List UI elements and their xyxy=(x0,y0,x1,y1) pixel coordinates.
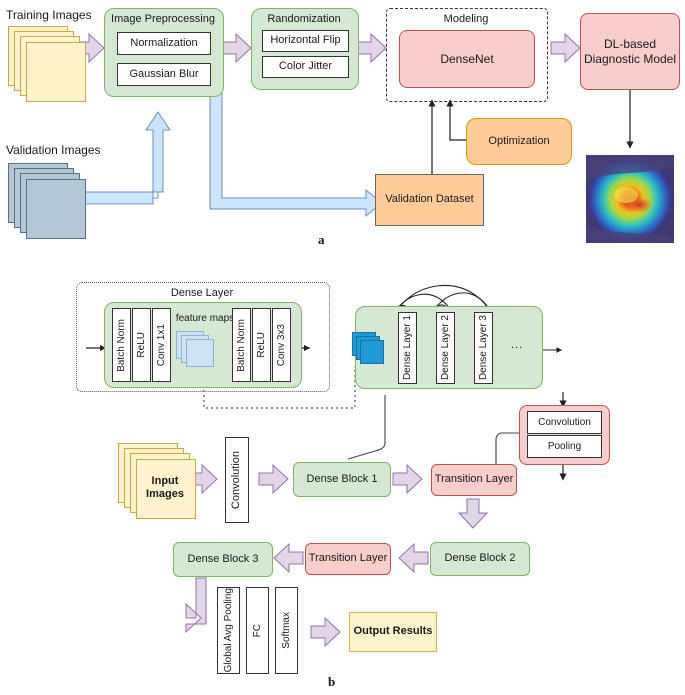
training-images-label: Training Images xyxy=(6,8,92,22)
dense-layer-2-box[interactable]: Dense Layer 2 xyxy=(436,312,455,384)
gradcam-heatmap-image xyxy=(586,155,674,243)
gaussian-blur-box[interactable]: Gaussian Blur xyxy=(117,63,211,86)
panel-b-label: b xyxy=(328,674,336,689)
panel-a-label: a xyxy=(318,232,325,247)
input-map-sheet xyxy=(360,340,384,364)
feature-maps-stack xyxy=(176,331,222,371)
diagnostic-model-label-line1: DL-based xyxy=(603,36,657,51)
horizontal-flip-box[interactable]: Horizontal Flip xyxy=(262,30,349,52)
fc-box[interactable]: FC xyxy=(246,587,269,674)
batch-norm-2-box[interactable]: Batch Norm xyxy=(232,308,251,382)
image-preprocessing-title: Image Preprocessing xyxy=(111,13,215,25)
feature-maps-label: feature maps xyxy=(175,313,235,324)
black-arrow-optimization-to-densenet xyxy=(446,99,466,141)
dense-block-input-maps xyxy=(352,332,386,366)
output-results-box[interactable]: Output Results xyxy=(349,612,437,652)
input-images-deck: Input Images xyxy=(118,443,196,519)
dense-block-2-box[interactable]: Dense Block 2 xyxy=(430,542,530,576)
purple-arrow-preprocessing-to-randomization xyxy=(221,32,252,64)
purple-arrow-denseblock3-to-head xyxy=(185,577,207,634)
convolution-box[interactable]: Convolution xyxy=(225,437,249,523)
transition-pooling-box[interactable]: Pooling xyxy=(527,435,602,458)
optimization-box[interactable]: Optimization xyxy=(466,118,572,165)
relu-2-label: ReLU xyxy=(255,332,267,358)
conv-3x3-box[interactable]: Conv 3x3 xyxy=(272,308,291,382)
global-avg-pooling-label: Global Avg Pooling xyxy=(222,588,234,673)
dense-block-1-box[interactable]: Dense Block 1 xyxy=(293,462,391,497)
validation-dataset-box[interactable]: Validation Dataset xyxy=(375,174,484,226)
dense-layer-3-label: Dense Layer 3 xyxy=(477,315,489,381)
diagnostic-model-box[interactable]: DL-based Diagnostic Model xyxy=(580,13,680,90)
densenet-box[interactable]: DenseNet xyxy=(399,30,535,88)
color-jitter-box[interactable]: Color Jitter xyxy=(262,56,349,78)
randomization-title: Randomization xyxy=(267,13,341,25)
purple-arrow-transition2-to-denseblock3 xyxy=(273,542,304,574)
purple-arrow-modeling-to-output xyxy=(550,32,581,64)
image-sheet xyxy=(26,179,86,239)
global-avg-pooling-box[interactable]: Global Avg Pooling xyxy=(217,587,240,674)
conv-3x3-label: Conv 3x3 xyxy=(275,323,287,367)
image-sheet xyxy=(26,42,86,102)
relu-1-label: ReLU xyxy=(135,332,147,358)
dense-block-3-box[interactable]: Dense Block 3 xyxy=(173,542,273,577)
transition-convolution-box[interactable]: Convolution xyxy=(527,411,602,434)
modeling-group xyxy=(386,8,548,102)
conv-1x1-box[interactable]: Conv 1x1 xyxy=(152,308,171,382)
purple-arrow-randomization-to-modeling xyxy=(356,32,387,64)
batch-norm-2-label: Batch Norm xyxy=(235,318,247,372)
dense-layer-1-box[interactable]: Dense Layer 1 xyxy=(398,312,417,384)
dense-layer-title: Dense Layer xyxy=(170,287,234,299)
input-images-label-line2: Images xyxy=(146,488,184,500)
softmax-box[interactable]: Softmax xyxy=(275,587,298,674)
training-images-deck xyxy=(8,26,88,102)
transition-layer-1-box[interactable]: Transition Layer xyxy=(431,464,517,496)
normalization-box[interactable]: Normalization xyxy=(117,32,211,55)
batch-norm-1-box[interactable]: Batch Norm xyxy=(112,308,131,382)
batch-norm-1-label: Batch Norm xyxy=(115,318,127,372)
dense-layer-3-box[interactable]: Dense Layer 3 xyxy=(474,312,493,384)
relu-2-box[interactable]: ReLU xyxy=(252,308,271,382)
purple-arrow-transition1-to-denseblock2 xyxy=(457,498,489,529)
conv-1x1-label: Conv 1x1 xyxy=(155,323,167,367)
validation-images-label: Validation Images xyxy=(6,143,101,157)
purple-arrow-denseblock2-to-transition2 xyxy=(398,542,429,574)
purple-arrow-head-to-output xyxy=(310,616,341,648)
dense-layer-1-label: Dense Layer 1 xyxy=(401,315,413,381)
softmax-label: Softmax xyxy=(280,612,292,649)
validation-images-deck xyxy=(8,163,88,239)
input-images-label: Input Images xyxy=(136,459,194,517)
input-images-label-line1: Input xyxy=(151,474,179,487)
input-image-sheet xyxy=(136,459,196,519)
convolution-label: Convolution xyxy=(230,450,243,510)
blue-arrow-preprocessing-to-validation-dataset xyxy=(209,87,383,218)
feature-map-sheet xyxy=(186,339,214,367)
purple-arrow-denseblock1-to-transition1 xyxy=(392,463,423,495)
relu-1-box[interactable]: ReLU xyxy=(132,308,151,382)
dense-layer-callout xyxy=(76,282,330,392)
modeling-title: Modeling xyxy=(443,13,489,25)
dense-block-ellipsis: ... xyxy=(511,339,524,351)
transition-layer-2-box[interactable]: Transition Layer xyxy=(305,543,391,575)
gray-connectors-panel-b xyxy=(347,395,547,464)
fc-label: FC xyxy=(251,623,263,638)
purple-arrow-convolution-to-denseblock1 xyxy=(258,463,289,495)
diagnostic-model-label-line2: Diagnostic Model xyxy=(583,51,677,66)
dense-layer-2-label: Dense Layer 2 xyxy=(439,315,451,381)
